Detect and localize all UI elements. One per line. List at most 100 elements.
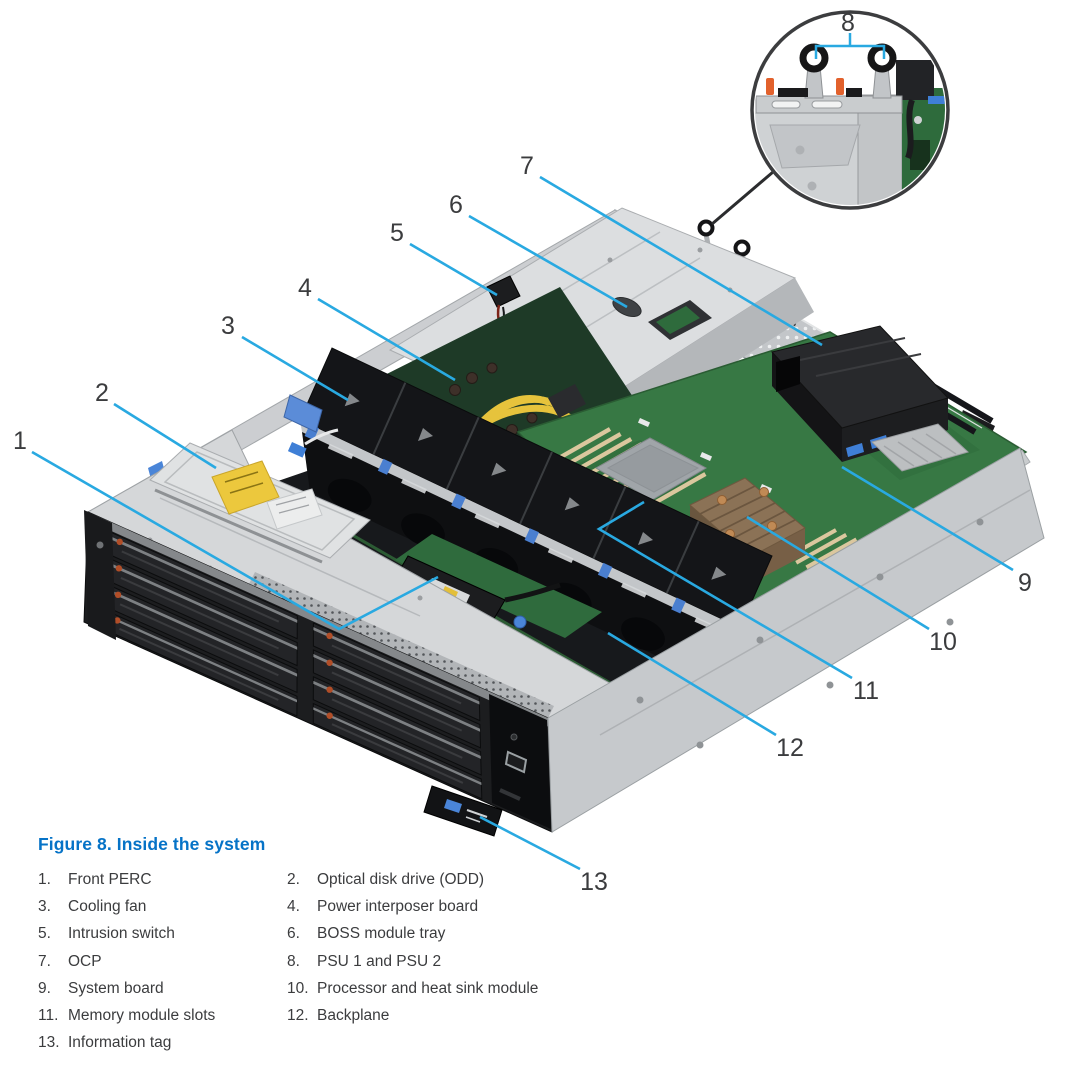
inset-leader-line xyxy=(711,170,774,226)
callout-number-6: 6 xyxy=(449,191,463,219)
legend-item-number: 3. xyxy=(38,897,51,915)
legend-item-number: 13. xyxy=(38,1034,60,1052)
callout-line-3 xyxy=(241,335,349,402)
legend-item-number: 9. xyxy=(38,979,51,997)
callout-number-11: 11 xyxy=(853,677,879,705)
drive-led-icon xyxy=(326,632,333,640)
callout-line-11 xyxy=(596,500,853,680)
figure-caption: Figure 8. Inside the system xyxy=(38,834,266,854)
callout-line-9 xyxy=(841,465,1014,572)
callout-line-7 xyxy=(539,175,823,347)
legend-item-number: 12. xyxy=(287,1007,309,1025)
callout-number-7: 7 xyxy=(520,152,534,180)
legend-item-label: Cooling fan xyxy=(68,897,147,915)
cpu-socket xyxy=(594,437,708,501)
legend-item-number: 7. xyxy=(38,952,51,970)
psu-handle-straps xyxy=(804,65,892,99)
callout-number-3: 3 xyxy=(221,312,235,340)
legend-grid: 1. Front PERC 2. Optical disk drive (ODD) 3.… xyxy=(38,866,718,1057)
control-panel xyxy=(489,694,551,829)
fan-arrow-icon xyxy=(491,462,507,476)
fan-arrow-icon xyxy=(344,393,360,407)
legend-item-label: BOSS module tray xyxy=(317,925,446,943)
legend-item-label: System board xyxy=(68,979,164,997)
callout-line-1 xyxy=(31,450,439,631)
side-wall xyxy=(547,447,1045,833)
legend-item-label: Memory module slots xyxy=(68,1007,216,1025)
legend-item-number: 11. xyxy=(38,1007,59,1025)
fan-clip xyxy=(451,493,466,510)
psu-inset: 8 xyxy=(711,9,950,226)
callout-line-12 xyxy=(607,631,777,737)
fan-arrow-icon xyxy=(418,428,433,441)
legend-item-number: 5. xyxy=(38,925,51,943)
drive-led-icon xyxy=(326,712,333,719)
drive-latch xyxy=(103,533,298,623)
flat-heatsink xyxy=(871,423,969,472)
legend-item-label: Information tag xyxy=(68,1034,172,1052)
legend-item-number: 1. xyxy=(38,870,51,888)
drive-latch xyxy=(100,611,298,703)
figure-legend: Figure 8. Inside the system 1. Front PERC… xyxy=(38,834,718,1057)
drive-latch xyxy=(313,627,480,705)
legend-item-number: 6. xyxy=(287,925,300,943)
fan-clip xyxy=(597,562,613,579)
callout-number-13: 13 xyxy=(580,868,608,896)
legend-item-number: 4. xyxy=(287,897,300,915)
drive-latch xyxy=(313,654,481,732)
legend-item-label: Optical disk drive (ODD) xyxy=(317,870,485,888)
legend-item-label: Processor and heat sink module xyxy=(317,979,539,997)
server-illustration xyxy=(83,207,1045,837)
callout-number-2: 2 xyxy=(95,379,109,407)
fan-release-lever xyxy=(283,394,323,433)
legend-item-number: 8. xyxy=(287,952,300,970)
left-rack-ear xyxy=(84,510,116,640)
callout-number-9: 9 xyxy=(1018,569,1032,597)
callout-line-13 xyxy=(479,815,581,871)
legend-item-label: Intrusion switch xyxy=(68,925,175,943)
legend-item-label: Power interposer board xyxy=(317,897,479,915)
vga-port-icon xyxy=(504,750,528,774)
callout-line-5 xyxy=(409,242,498,297)
drive-bays xyxy=(83,510,553,833)
callout-line-4 xyxy=(317,297,456,382)
cooling-fans xyxy=(283,347,773,700)
drive-led-icon xyxy=(116,538,123,546)
fan-arrow-icon xyxy=(711,566,727,580)
odd-label-yellow xyxy=(211,460,280,515)
callout-line-6 xyxy=(468,214,628,309)
callout-line-10 xyxy=(746,515,930,631)
callout-number-5: 5 xyxy=(390,219,404,247)
legend-item-label: Front PERC xyxy=(68,870,152,888)
legend-item-number: 10. xyxy=(287,979,309,997)
fan-clip xyxy=(524,528,539,545)
fan-clip xyxy=(671,597,686,614)
drive-latch xyxy=(101,586,298,677)
drive-latch xyxy=(313,680,481,759)
legend-item-label: PSU 1 and PSU 2 xyxy=(317,952,442,970)
psu-handle-ring-icon xyxy=(799,43,829,73)
information-tag xyxy=(423,785,503,837)
callout-number-10: 10 xyxy=(929,628,957,656)
drive-led-icon xyxy=(114,617,121,624)
callout-number-8: 8 xyxy=(841,9,855,37)
odd-tray xyxy=(149,428,371,564)
legend-item-number: 2. xyxy=(287,870,300,888)
fan-arrow-icon xyxy=(638,532,653,545)
drive-latch xyxy=(102,559,298,650)
callout-number-4: 4 xyxy=(298,274,312,302)
legend-item-label: Backplane xyxy=(317,1007,390,1025)
callout-line-2 xyxy=(113,402,217,470)
fan-arrow-icon xyxy=(564,497,580,511)
drive-led-icon xyxy=(114,591,122,599)
drive-led-icon xyxy=(326,659,333,666)
drive-led-icon xyxy=(115,565,123,572)
fan-clip xyxy=(377,458,393,475)
inset-content xyxy=(755,43,945,205)
drive-led-icon xyxy=(326,686,333,693)
legend-item-label: OCP xyxy=(68,952,102,970)
drive-latch xyxy=(313,707,482,786)
callout-number-1: 1 xyxy=(13,427,27,455)
